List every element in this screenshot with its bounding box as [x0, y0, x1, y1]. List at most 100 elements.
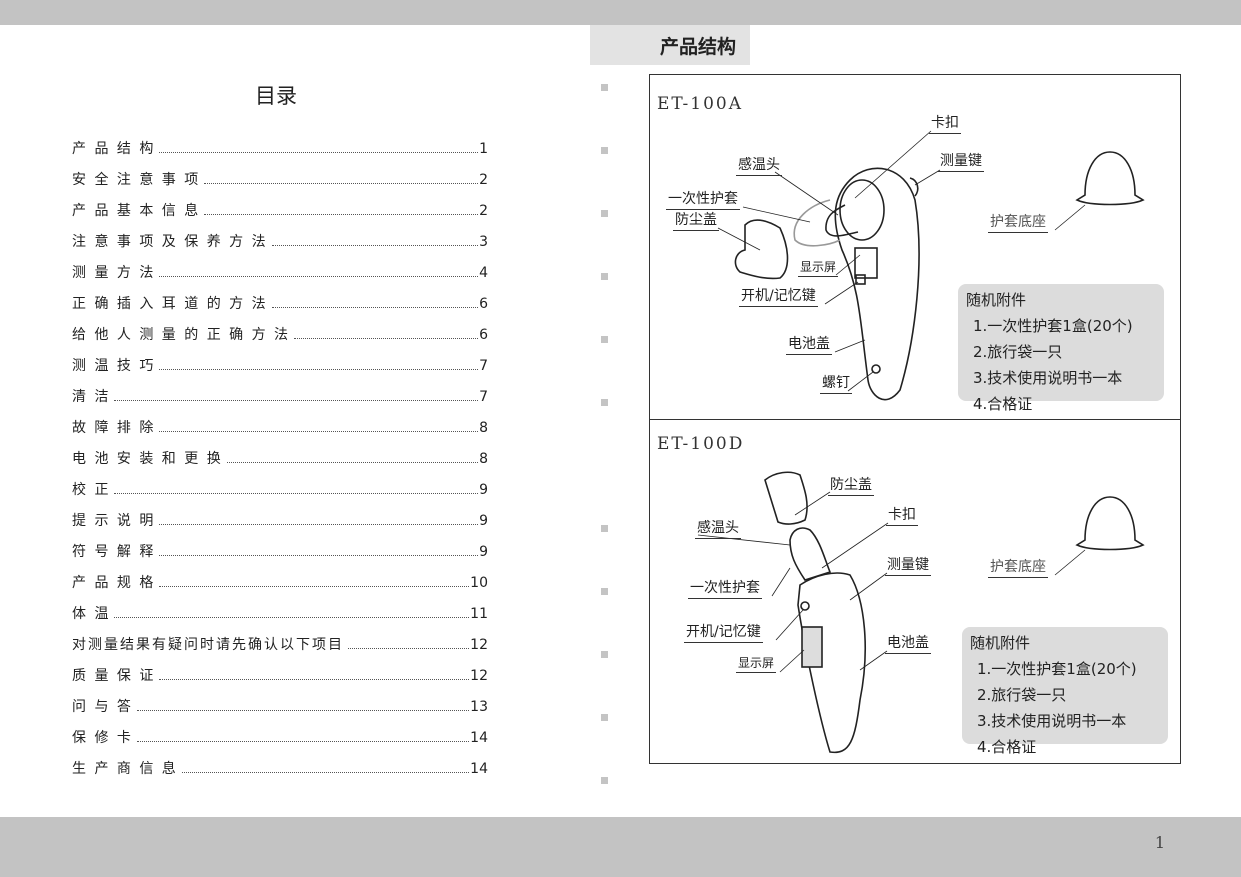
accessories-box-a: 随机附件 1.一次性护套1盒(20个) 2.旅行袋一只 3.技术使用说明书一本 …	[958, 284, 1164, 413]
toc-leader	[136, 741, 470, 742]
accessory-item: 2.旅行袋一只	[977, 686, 1067, 704]
et100a-dust-cap	[734, 219, 789, 280]
accessory-item: 4.合格证	[973, 395, 1033, 413]
toc-leader	[294, 338, 479, 339]
toc-entry[interactable]: 对测量结果有疑问时请先确认以下项目 12	[72, 634, 488, 665]
margin-marker	[601, 273, 608, 280]
label-sensor: 感温头	[695, 517, 741, 539]
et100d-probe	[789, 527, 832, 581]
accessories-box-d: 随机附件 1.一次性护套1盒(20个) 2.旅行袋一只 3.技术使用说明书一本 …	[962, 627, 1168, 756]
accessory-item: 3.技术使用说明书一本	[977, 712, 1127, 730]
section-tab: 产品结构	[590, 25, 750, 65]
accessories-title: 随机附件	[970, 634, 1031, 652]
toc-entry-label: 产 品 规 格	[72, 575, 156, 591]
toc-entry-page: 4	[479, 265, 488, 281]
label-cover-base: 护套底座	[988, 556, 1048, 578]
label-clip: 卡扣	[929, 112, 961, 134]
accessories-title: 随机附件	[966, 291, 1027, 309]
toc-entry-page: 9	[479, 544, 488, 560]
toc-entry-label: 产 品 基 本 信 息	[72, 203, 201, 219]
label-display: 显示屏	[736, 654, 777, 673]
toc-leader	[159, 555, 479, 556]
leader-lines	[697, 130, 1086, 673]
label-measure-key: 测量键	[938, 150, 984, 172]
margin-marker	[601, 84, 608, 91]
margin-marker	[601, 777, 608, 784]
bottom-bar: 1	[0, 817, 1241, 877]
label-clip: 卡扣	[886, 504, 918, 526]
et100d-power-key	[800, 601, 810, 611]
accessory-item: 2.旅行袋一只	[973, 343, 1063, 361]
toc-leader	[271, 307, 479, 308]
toc-entry-label: 电 池 安 装 和 更 换	[72, 451, 223, 467]
toc-entry-label: 对测量结果有疑问时请先确认以下项目	[72, 637, 344, 653]
toc-entry-page: 9	[479, 482, 488, 498]
toc-entry[interactable]: 给 他 人 测 量 的 正 确 方 法 6	[72, 324, 488, 355]
accessory-item: 4.合格证	[977, 738, 1037, 756]
label-power-key: 开机/记忆键	[684, 621, 763, 643]
toc-leader	[181, 772, 470, 773]
et100a-probe-ring	[839, 179, 885, 241]
toc-entry-label: 注 意 事 项 及 保 养 方 法	[72, 234, 268, 250]
label-cover-base: 护套底座	[988, 211, 1048, 233]
toc-leader	[114, 617, 470, 618]
margin-marker	[601, 399, 608, 406]
toc-leader	[114, 493, 479, 494]
et100a-sensor	[825, 204, 859, 237]
toc-entry[interactable]: 校 正 9	[72, 479, 488, 510]
label-display: 显示屏	[798, 258, 839, 277]
toc-leader	[159, 586, 470, 587]
et100a-power-key	[855, 274, 866, 285]
accessory-item: 3.技术使用说明书一本	[973, 369, 1123, 387]
toc-entry-label: 符 号 解 释	[72, 544, 156, 560]
toc-entry-page: 12	[470, 637, 488, 653]
toc-entry-page: 6	[479, 327, 488, 343]
toc-entry[interactable]: 提 示 说 明 9	[72, 510, 488, 541]
et100d-body	[797, 572, 866, 754]
toc-entry-page: 12	[470, 668, 488, 684]
toc-entry-page: 9	[479, 513, 488, 529]
margin-marker	[601, 651, 608, 658]
et100a-side-button	[909, 177, 919, 197]
margin-marker	[601, 147, 608, 154]
toc-entry[interactable]: 电 池 安 装 和 更 换 8	[72, 448, 488, 479]
toc-entry-label: 问 与 答	[72, 699, 133, 715]
toc-leader	[348, 648, 470, 649]
toc-entry-page: 14	[470, 761, 488, 777]
toc-entry-label: 给 他 人 测 量 的 正 确 方 法	[72, 327, 291, 343]
toc-entry-page: 1	[479, 141, 488, 157]
toc-leader	[226, 462, 479, 463]
toc-entry-label: 校 正	[72, 482, 111, 498]
label-battery-cover: 电池盖	[786, 333, 832, 355]
toc-leader	[204, 214, 479, 215]
toc-entry-page: 11	[470, 606, 488, 622]
toc-entry-page: 2	[479, 172, 488, 188]
toc-entry-label: 提 示 说 明	[72, 513, 156, 529]
toc-leader	[159, 152, 479, 153]
toc-entry[interactable]: 符 号 解 释 9	[72, 541, 488, 572]
toc-leader	[159, 679, 470, 680]
cover-base-a	[1075, 151, 1145, 206]
toc-entry-page: 7	[479, 358, 488, 374]
toc-entry-page: 8	[479, 451, 488, 467]
label-cover: 一次性护套	[688, 577, 762, 599]
toc-leader	[114, 400, 479, 401]
et100d-display	[801, 626, 823, 668]
